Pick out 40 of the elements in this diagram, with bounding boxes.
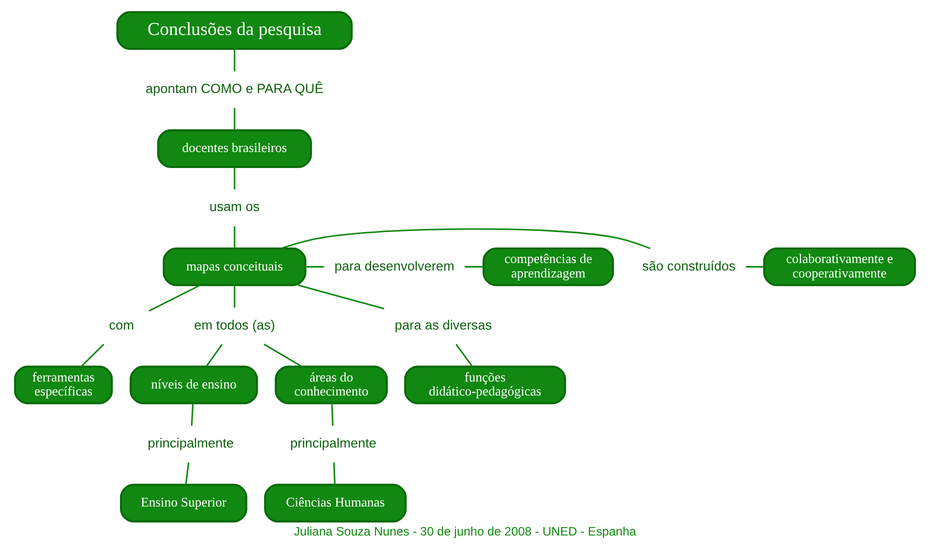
connector xyxy=(233,226,235,248)
node-box: níveis de ensino xyxy=(129,366,258,404)
node-box: docentes brasileiros xyxy=(156,129,312,168)
node-text: para desenvolverem xyxy=(334,258,454,274)
node-text: apontam COMO e PARA QUÊ xyxy=(145,81,323,96)
node-text: principalmente xyxy=(147,435,234,450)
node-text: são construídos xyxy=(642,258,736,274)
node-text: usam os xyxy=(209,199,260,214)
node-box: áreas do conhecimento xyxy=(274,366,388,404)
connector xyxy=(233,167,235,190)
caption: Juliana Souza Nunes - 30 de junho de 2008 - UNED - Espanha xyxy=(293,524,636,538)
node-box: Conclusões da pesquisa xyxy=(116,11,352,50)
node-box: competências de aprendizagem xyxy=(482,247,614,286)
node-box: Ensino Superior xyxy=(119,484,247,522)
node-text: com xyxy=(108,317,134,332)
connector xyxy=(233,108,235,130)
node-box: colaborativamente e cooperativamente xyxy=(762,247,916,286)
connector xyxy=(304,266,324,268)
connector xyxy=(455,344,473,368)
node-text: em todos (as) xyxy=(194,317,275,332)
connector xyxy=(332,462,336,485)
node-box: ferramentas específicas xyxy=(14,366,112,404)
connector xyxy=(263,344,302,368)
node-box: Ciências Humanas xyxy=(264,484,406,522)
node-text: para as diversas xyxy=(394,317,492,332)
connector xyxy=(205,344,222,368)
connector xyxy=(297,284,384,310)
connector xyxy=(233,48,235,72)
connector xyxy=(233,285,235,308)
connector xyxy=(148,284,200,312)
connector xyxy=(80,344,104,368)
node-box: mapas conceituais xyxy=(162,247,306,286)
connector xyxy=(464,266,483,268)
connector xyxy=(745,266,764,268)
node-text: principalmente xyxy=(290,435,376,450)
node-box: funções didático-pedagógicas xyxy=(404,366,566,404)
connector xyxy=(184,462,189,485)
connector xyxy=(330,403,333,426)
connector xyxy=(280,228,650,250)
connector xyxy=(190,403,194,426)
